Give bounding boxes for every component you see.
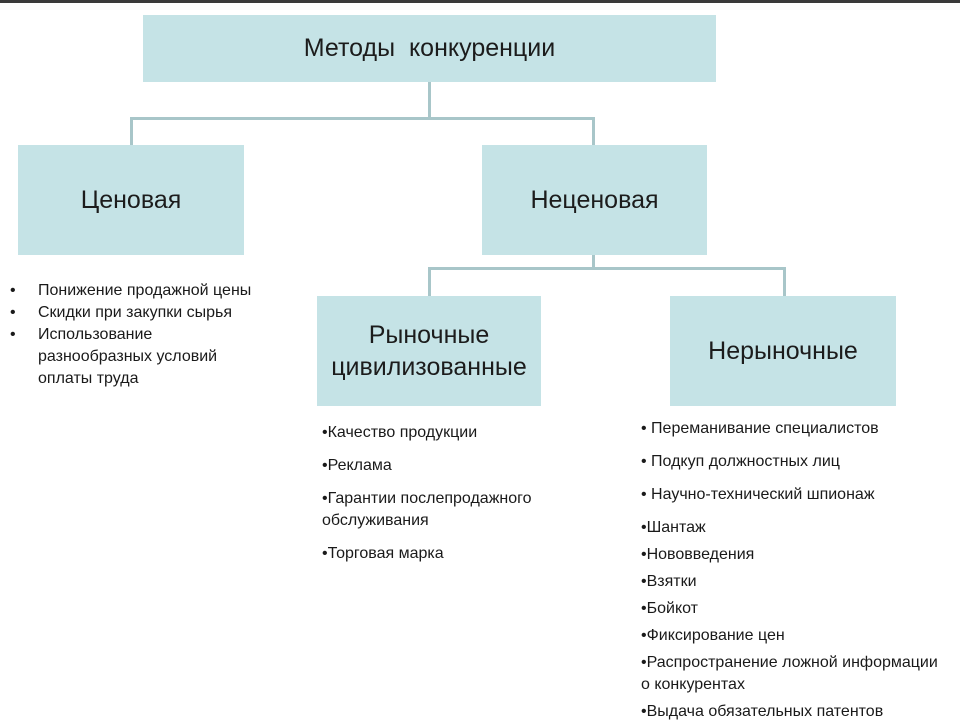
non-market-methods-list: • Переманивание специалистов • Подкуп до… (641, 418, 951, 728)
non-market-node: Нерыночные (670, 296, 896, 406)
list-item: •Торговая марка (322, 545, 444, 562)
root-node: Методы конкуренции (143, 15, 716, 82)
price-node: Ценовая (18, 145, 244, 255)
list-item: • Подкуп должностных лиц (641, 453, 840, 470)
connector-level2-horizontal (428, 267, 786, 270)
top-border (0, 0, 960, 3)
list-item: •Качество продукции (322, 424, 478, 441)
civilized-node-label-line1: Рыночные (368, 321, 490, 349)
list-item: •Взятки (641, 573, 697, 590)
list-item: •Реклама (322, 457, 392, 474)
price-node-label: Ценовая (80, 185, 182, 214)
non-market-node-label: Нерыночные (708, 336, 858, 365)
non-price-node: Неценовая (482, 145, 707, 255)
list-item: •Гарантии послепродажного обслуживания (322, 490, 532, 529)
connector-to-civilized (428, 267, 431, 296)
civilized-node-label-line2: цивилизованные (331, 353, 527, 381)
root-node-label: Методы конкуренции (303, 34, 556, 62)
civilized-methods-list: •Качество продукции •Реклама •Гарантии п… (322, 422, 592, 576)
connector-level1-horizontal (130, 117, 595, 120)
non-price-node-label: Неценовая (530, 185, 659, 214)
list-item: •Фиксирование цен (641, 627, 785, 644)
list-item: Понижение продажной цены (8, 280, 258, 302)
list-item: •Распространение ложной информации о кон… (641, 654, 938, 693)
list-item: Скидки при закупки сырья (8, 302, 258, 324)
list-item: Использование разнообразных условий опла… (8, 324, 258, 390)
list-item: •Нововведения (641, 546, 755, 563)
connector-to-price (130, 117, 133, 145)
list-item: •Выдача обязательных патентов (641, 703, 884, 720)
connector-root-down (428, 82, 431, 119)
connector-nonprice-down (592, 255, 595, 269)
connector-to-nonmarket (783, 267, 786, 296)
price-methods-list: Понижение продажной цены Скидки при заку… (8, 280, 258, 390)
list-item: •Бойкот (641, 600, 698, 617)
civilized-market-node: Рыночные цивилизованные (317, 296, 541, 406)
list-item: • Научно-технический шпионаж (641, 486, 875, 503)
connector-to-nonprice (592, 117, 595, 145)
list-item: •Шантаж (641, 519, 706, 536)
list-item: • Переманивание специалистов (641, 420, 879, 437)
